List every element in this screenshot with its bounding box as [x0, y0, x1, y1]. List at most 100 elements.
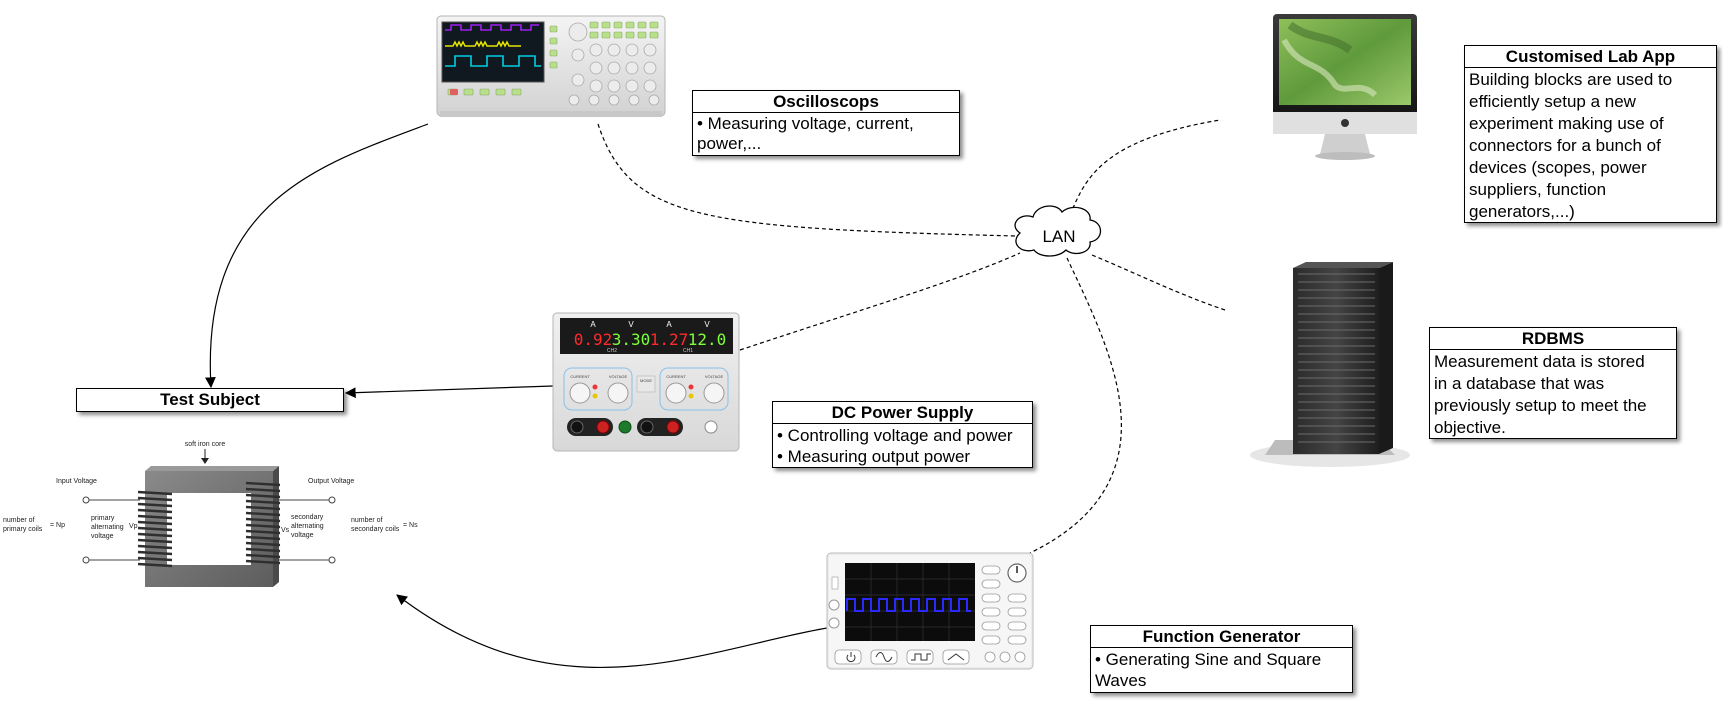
lab-app-line-2: efficiently setup a new — [1469, 92, 1636, 111]
psu-knob-label-4: VOLTAGE — [705, 374, 724, 379]
transformer-output-voltage-label: Output Voltage — [308, 478, 354, 485]
coil-winding — [245, 541, 281, 547]
arrow-oscilloscope-to-test-subject — [205, 123, 429, 389]
dc-power-supply-title: DC Power Supply — [773, 402, 1032, 424]
psu-label-a2: A — [666, 320, 672, 329]
lab-app-line-6: suppliers, function — [1469, 180, 1607, 199]
psu-display-4: 12.0 — [688, 330, 727, 349]
transformer-secondary-coils-label-2: secondary coils — [351, 526, 400, 533]
lab-app-line-7: generators,...) — [1469, 202, 1575, 221]
rdbms-line-2: in a database that was — [1434, 374, 1605, 393]
oscilloscope-line-2: power,... — [697, 134, 762, 153]
psu-label-a1: A — [590, 320, 596, 329]
transformer-vs-label: Vs — [281, 527, 290, 534]
dashed-link-function-generator-lan — [1029, 257, 1122, 554]
psu-knob-label-3: CURRENT — [666, 374, 686, 379]
function-generator-title: Function Generator — [1091, 626, 1352, 648]
connectors — [205, 119, 1226, 669]
transformer-secondary-coils-label-1: number of — [351, 517, 383, 524]
oscilloscope-screen — [441, 21, 545, 83]
lab-app-line-1: Building blocks are used to — [1469, 70, 1673, 89]
psu-display-2: 3.30 — [612, 330, 651, 349]
lab-app-line-3: experiment making use of — [1469, 114, 1664, 133]
dc-power-supply-device: A V A V 0.92 3.30 1.27 12.0 CH2 CH1 MODE… — [552, 312, 740, 452]
coil-winding — [137, 538, 173, 544]
coil-winding — [245, 499, 281, 505]
transformer-primary-coils-label-1: number of — [3, 517, 35, 524]
dashed-link-oscilloscope-lan — [597, 123, 1016, 237]
rdbms-line-1: Measurement data is stored — [1434, 352, 1645, 371]
coil-winding — [245, 529, 281, 535]
coil-winding — [245, 559, 281, 565]
rdbms-line-4: objective. — [1434, 418, 1506, 437]
coil-winding — [137, 508, 173, 514]
coil-winding — [137, 550, 173, 556]
coil-winding — [245, 553, 281, 559]
transformer-secondary-voltage-label-1: secondary — [291, 514, 324, 521]
psu-mode-label: MODE — [640, 378, 652, 383]
transformer-secondary-voltage-label-3: voltage — [291, 532, 314, 539]
rdbms-title: RDBMS — [1430, 328, 1676, 350]
coil-winding — [137, 496, 173, 502]
customised-lab-app-box: Customised Lab App Building blocks are u… — [1464, 45, 1717, 223]
dashed-link-psu-lan — [739, 252, 1021, 351]
coil-winding — [245, 511, 281, 517]
coil-winding — [245, 487, 281, 493]
transformer-soft-iron-core-label: soft iron core — [185, 441, 226, 448]
coil-winding — [137, 502, 173, 508]
dc-power-supply-box: DC Power Supply • Controlling voltage an… — [772, 401, 1033, 468]
lan-cloud — [1014, 205, 1102, 257]
coil-winding — [137, 562, 173, 568]
coil-winding — [137, 544, 173, 550]
transformer-input-voltage-label: Input Voltage — [56, 478, 97, 485]
function-generator-box: Function Generator • Generating Sine and… — [1090, 625, 1353, 693]
coil-winding — [137, 556, 173, 562]
dc-power-supply-line-1: • Controlling voltage and power — [777, 426, 1013, 445]
transformer-primary-voltage-label-1: primary — [91, 515, 115, 522]
test-subject-title: Test Subject — [160, 390, 260, 409]
transformer-primary-voltage-label-2: alternating — [91, 524, 124, 531]
oscilloscope-line-1: • Measuring voltage, current, — [697, 114, 914, 133]
transformer-vp-label: Vp — [129, 523, 138, 530]
psu-knob-label-2: VOLTAGE — [609, 374, 628, 379]
function-generator-line-2: Waves — [1095, 671, 1147, 690]
coil-winding — [137, 490, 173, 496]
psu-channel-ch1: CH1 — [683, 348, 693, 354]
test-subject-box: Test Subject — [76, 388, 344, 412]
coil-winding — [137, 520, 173, 526]
psu-display-3: 1.27 — [650, 330, 689, 349]
function-generator-line-1: • Generating Sine and Square — [1095, 650, 1322, 669]
coil-winding — [245, 535, 281, 541]
oscilloscope-device — [436, 15, 666, 117]
lab-app-line-4: connectors for a bunch of — [1469, 136, 1661, 155]
customised-lab-app-title: Customised Lab App — [1465, 46, 1716, 68]
transformer-primary-coils-label-2: primary coils — [3, 526, 43, 533]
transformer-np-label: = Np — [50, 522, 65, 529]
coil-winding — [137, 526, 173, 532]
dc-power-supply-line-2: • Measuring output power — [777, 447, 971, 466]
rdbms-line-3: previously setup to meet the — [1434, 396, 1647, 415]
function-generator-device — [826, 552, 1034, 670]
lab-app-line-5: devices (scopes, power — [1469, 158, 1647, 177]
psu-display-1: 0.92 — [574, 330, 613, 349]
imac-computer — [1273, 14, 1417, 160]
psu-label-v2: V — [704, 320, 710, 329]
psu-label-v1: V — [628, 320, 634, 329]
transformer-illustration: soft iron core Input Voltage Output Volt… — [3, 441, 418, 587]
rdbms-server-rack — [1250, 262, 1410, 467]
arrow-function-generator-to-test-subject — [396, 594, 828, 669]
psu-channel-ch2: CH2 — [607, 348, 617, 354]
dashed-link-rdbms-lan — [1091, 254, 1226, 311]
rdbms-box: RDBMS Measurement data is stored in a da… — [1429, 327, 1677, 439]
arrow-psu-to-test-subject — [344, 385, 554, 399]
oscilloscope-title: Oscilloscops — [693, 91, 959, 113]
dashed-link-imac-lan — [1069, 119, 1221, 216]
lan-label: LAN — [1042, 227, 1076, 246]
coil-winding — [245, 547, 281, 553]
coil-winding — [137, 532, 173, 538]
coil-winding — [245, 505, 281, 511]
transformer-ns-label: = Ns — [403, 522, 418, 529]
transformer-primary-voltage-label-3: voltage — [91, 533, 114, 540]
coil-winding — [137, 514, 173, 520]
